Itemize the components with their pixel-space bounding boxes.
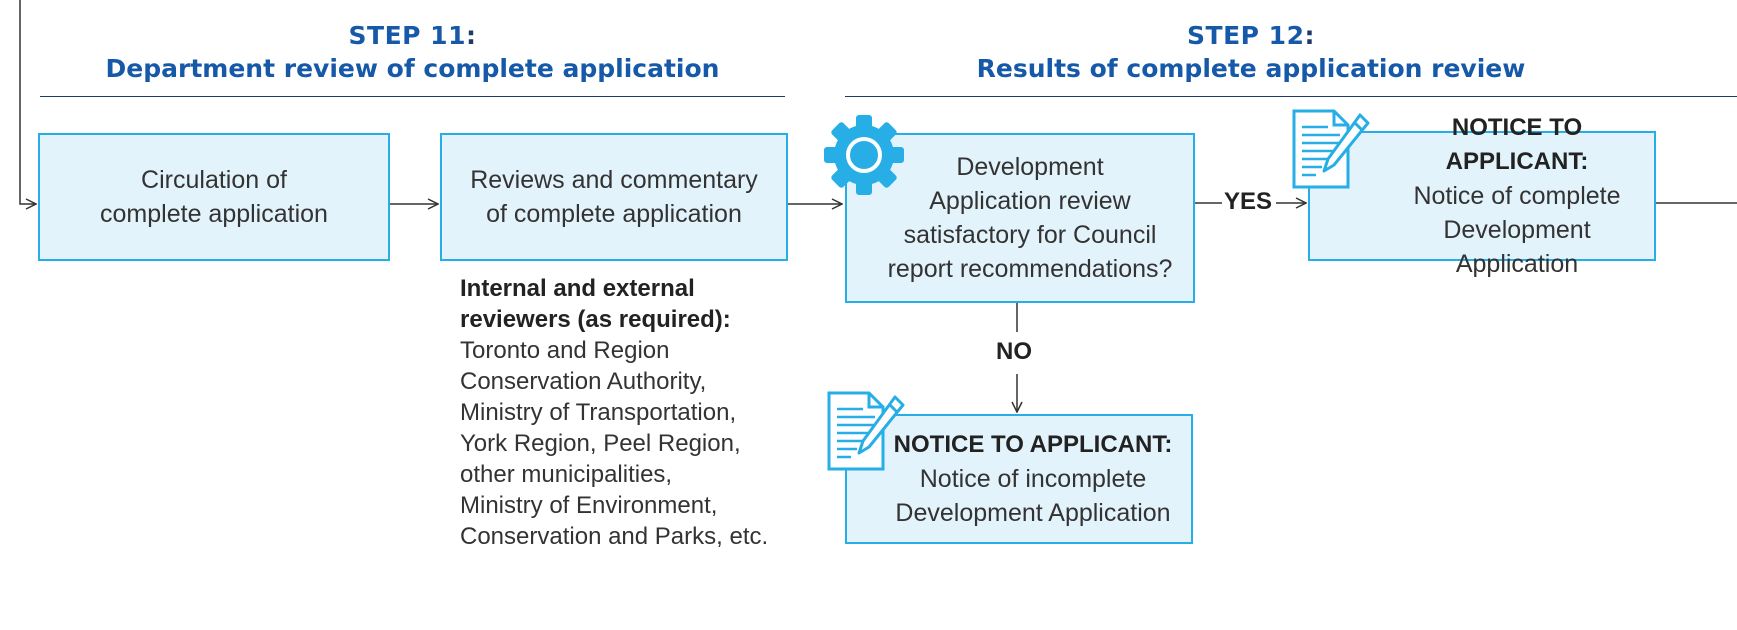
decision-line1: Development: [956, 153, 1104, 181]
reviewer-line: York Region, Peel Region,: [460, 430, 741, 457]
notice-complete-line2: Development Application: [1443, 216, 1591, 278]
notice-incomplete-heading: NOTICE TO APPLICANT:: [893, 431, 1173, 458]
notice-complete-line1: Notice of complete: [1413, 182, 1621, 210]
notice-incomplete-line1: Notice of incomplete: [919, 465, 1147, 493]
decision-line4: report recommendations?: [887, 255, 1173, 283]
step11-title: Department review of complete applicatio…: [105, 54, 720, 83]
reviews-line2: of complete application: [486, 200, 742, 228]
gear-icon: [824, 115, 904, 195]
reviewer-line: Ministry of Transportation,: [460, 399, 737, 426]
reviewers-heading-line1: Internal and external: [460, 275, 695, 302]
step11-heading: STEP 11: Department review of complete a…: [40, 20, 785, 86]
document-pencil-icon: [1292, 109, 1370, 189]
reviewer-line: Conservation and Parks, etc.: [460, 523, 769, 550]
step12-heading: STEP 12: Results of complete application…: [845, 20, 1737, 86]
reviewer-line: Conservation Authority,: [460, 368, 707, 395]
reviews-line1: Reviews and commentary: [470, 166, 758, 194]
decision-line2: Application review: [929, 187, 1131, 215]
decision-line3: satisfactory for Council: [903, 221, 1157, 249]
circulation-line1: Circulation of: [141, 166, 287, 194]
reviewer-line: Toronto and Region: [460, 337, 670, 364]
step11-rule: [40, 96, 785, 97]
notice-complete-heading: NOTICE TO APPLICANT:: [1445, 114, 1589, 175]
reviewers-heading-line2: reviewers (as required):: [460, 306, 731, 333]
step11-colon: :: [465, 21, 477, 50]
step11-number: STEP 11: [348, 21, 466, 50]
document-pencil-icon: [827, 391, 905, 471]
notice-incomplete-box: NOTICE TO APPLICANT: Notice of incomplet…: [845, 414, 1193, 544]
yes-label: YES: [1224, 188, 1273, 215]
circulation-line2: complete application: [100, 200, 328, 228]
notice-complete-box: NOTICE TO APPLICANT: Notice of complete …: [1308, 114, 1656, 278]
notice-incomplete-line2: Development Application: [895, 499, 1171, 527]
decision-box: Development Application review satisfact…: [845, 133, 1195, 303]
reviewer-line: other municipalities,: [460, 461, 673, 488]
no-label: NO: [996, 338, 1032, 365]
reviews-box: Reviews and commentary of complete appli…: [440, 133, 788, 261]
circulation-box: Circulation of complete application: [38, 133, 390, 261]
step12-title: Results of complete application review: [976, 54, 1526, 83]
step12-colon: :: [1304, 21, 1315, 50]
incoming-connector: [19, 0, 36, 204]
reviewer-line: Ministry of Environment,: [460, 492, 718, 519]
step12-number: STEP 12: [1187, 21, 1305, 50]
reviewers-note: Internal and external reviewers (as requ…: [460, 273, 790, 552]
step12-rule: [845, 96, 1737, 97]
